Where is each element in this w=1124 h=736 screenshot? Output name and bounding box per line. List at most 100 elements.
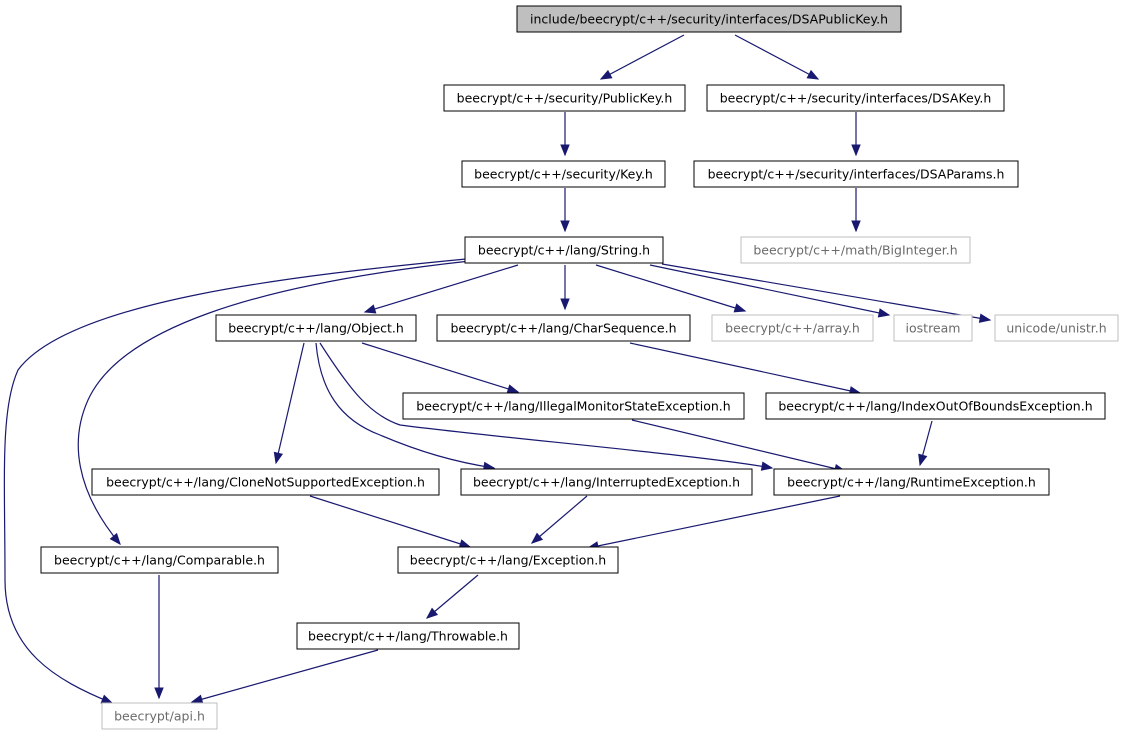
node-comparable[interactable]: beecrypt/c++/lang/Comparable.h	[40, 546, 279, 574]
node-api: beecrypt/api.h	[101, 702, 218, 730]
arrowhead	[851, 220, 861, 233]
edge-line	[426, 574, 479, 619]
node-label: beecrypt/c++/security/interfaces/DSAPara…	[708, 167, 1005, 182]
edge-line	[531, 495, 588, 544]
edge-line	[315, 342, 495, 469]
node-clonenotsupported[interactable]: beecrypt/c++/lang/CloneNotSupportedExcep…	[91, 468, 440, 496]
node-illegalmonitor[interactable]: beecrypt/c++/lang/IllegalMonitorStateExc…	[402, 392, 745, 420]
arrowhead	[806, 69, 820, 80]
node-object[interactable]: beecrypt/c++/lang/Object.h	[215, 314, 417, 342]
edge-string-to-iostream	[649, 264, 891, 318]
arrowhead	[190, 694, 204, 704]
edge-object-to-runtime	[319, 342, 774, 471]
node-label: beecrypt/c++/lang/RuntimeException.h	[787, 475, 1036, 490]
arrowhead	[530, 532, 544, 544]
node-dsaparams[interactable]: beecrypt/c++/security/interfaces/DSAPara…	[693, 160, 1019, 188]
node-label: beecrypt/c++/security/interfaces/DSAKey.…	[720, 91, 992, 106]
node-box	[994, 314, 1119, 342]
arrowhead	[918, 453, 928, 467]
node-label: beecrypt/c++/security/Key.h	[474, 167, 653, 182]
node-label: beecrypt/c++/lang/CharSequence.h	[450, 321, 676, 336]
arrowhead	[733, 303, 747, 313]
node-label: beecrypt/c++/lang/Object.h	[228, 321, 404, 336]
edge-line	[191, 649, 379, 703]
node-throwable[interactable]: beecrypt/c++/lang/Throwable.h	[296, 622, 520, 650]
arrowhead	[560, 144, 570, 157]
node-box	[711, 314, 874, 342]
node-box	[91, 468, 440, 496]
edge-layer	[3, 34, 992, 704]
edge-dsapublickey-to-publickey	[599, 34, 685, 80]
node-interrupted[interactable]: beecrypt/c++/lang/InterruptedException.h	[460, 468, 753, 496]
node-runtime[interactable]: beecrypt/c++/lang/RuntimeException.h	[773, 468, 1050, 496]
node-exception[interactable]: beecrypt/c++/lang/Exception.h	[397, 546, 619, 574]
edge-line	[3, 258, 467, 704]
edge-string-to-charsequence	[560, 265, 570, 311]
arrowhead	[877, 308, 891, 318]
node-box	[101, 702, 218, 730]
edge-line	[361, 342, 519, 393]
node-label: beecrypt/c++/lang/Comparable.h	[54, 553, 265, 568]
node-indexoutofbounds[interactable]: beecrypt/c++/lang/IndexOutOfBoundsExcept…	[765, 392, 1106, 420]
arrowhead	[560, 298, 570, 311]
node-key[interactable]: beecrypt/c++/security/Key.h	[461, 160, 666, 188]
node-biginteger: beecrypt/c++/math/BigInteger.h	[740, 236, 971, 264]
edge-line	[661, 263, 991, 321]
node-box	[464, 236, 664, 264]
edge-exception-to-throwable	[425, 574, 479, 619]
node-label: iostream	[906, 321, 961, 336]
arrowhead	[760, 461, 774, 471]
edge-line	[649, 264, 890, 316]
edge-string-to-object	[363, 264, 519, 314]
edge-charsequence-to-indexoutofbounds	[629, 342, 862, 396]
arrowhead	[100, 694, 114, 704]
node-label: include/beecrypt/c++/security/interfaces…	[530, 12, 888, 27]
edge-dsapublickey-to-dsakey	[734, 34, 820, 80]
node-charsequence[interactable]: beecrypt/c++/lang/CharSequence.h	[436, 314, 691, 342]
edge-line	[77, 260, 471, 545]
node-dsakey[interactable]: beecrypt/c++/security/interfaces/DSAKey.…	[706, 84, 1005, 112]
node-box	[40, 546, 279, 574]
edge-line	[595, 264, 746, 312]
edge-line	[734, 34, 819, 80]
node-publickey[interactable]: beecrypt/c++/security/PublicKey.h	[443, 84, 686, 112]
node-box	[402, 392, 745, 420]
arrowhead	[978, 313, 992, 323]
edge-interrupted-to-exception	[530, 495, 588, 544]
node-box	[773, 468, 1050, 496]
node-box	[706, 84, 1005, 112]
node-label: unicode/unistr.h	[1006, 321, 1106, 336]
arrowhead	[506, 384, 520, 394]
node-label: beecrypt/api.h	[114, 709, 205, 724]
node-box	[460, 468, 753, 496]
node-label: beecrypt/c++/lang/CloneNotSupportedExcep…	[106, 475, 425, 490]
node-box	[693, 160, 1019, 188]
node-label: beecrypt/c++/lang/IllegalMonitorStateExc…	[416, 399, 730, 414]
arrowhead	[425, 607, 439, 619]
node-box	[893, 314, 973, 342]
edge-line	[275, 342, 305, 464]
edge-key-to-string	[560, 188, 570, 233]
arrowhead	[273, 451, 284, 465]
node-label: beecrypt/c++/lang/Throwable.h	[308, 629, 508, 644]
node-box	[215, 314, 417, 342]
edge-string-to-unistr	[661, 263, 992, 323]
edge-object-to-illegalmonitor	[361, 342, 520, 394]
edge-object-to-clonenotsupported	[273, 342, 305, 465]
edge-dsaparams-to-biginteger	[851, 188, 861, 233]
node-box	[397, 546, 619, 574]
node-array: beecrypt/c++/array.h	[711, 314, 874, 342]
edge-runtime-to-exception	[586, 495, 841, 551]
node-box	[436, 314, 691, 342]
node-label: beecrypt/c++/security/PublicKey.h	[457, 91, 673, 106]
node-label: beecrypt/c++/lang/Exception.h	[410, 553, 606, 568]
arrowhead	[109, 532, 121, 546]
arrowhead	[363, 304, 377, 314]
node-layer: include/beecrypt/c++/security/interfaces…	[40, 5, 1119, 730]
node-label: beecrypt/c++/lang/InterruptedException.h	[473, 475, 740, 490]
edge-string-to-comparable	[77, 260, 471, 546]
node-label: beecrypt/c++/array.h	[725, 321, 860, 336]
node-string[interactable]: beecrypt/c++/lang/String.h	[464, 236, 664, 264]
node-label: beecrypt/c++/lang/String.h	[478, 243, 650, 258]
